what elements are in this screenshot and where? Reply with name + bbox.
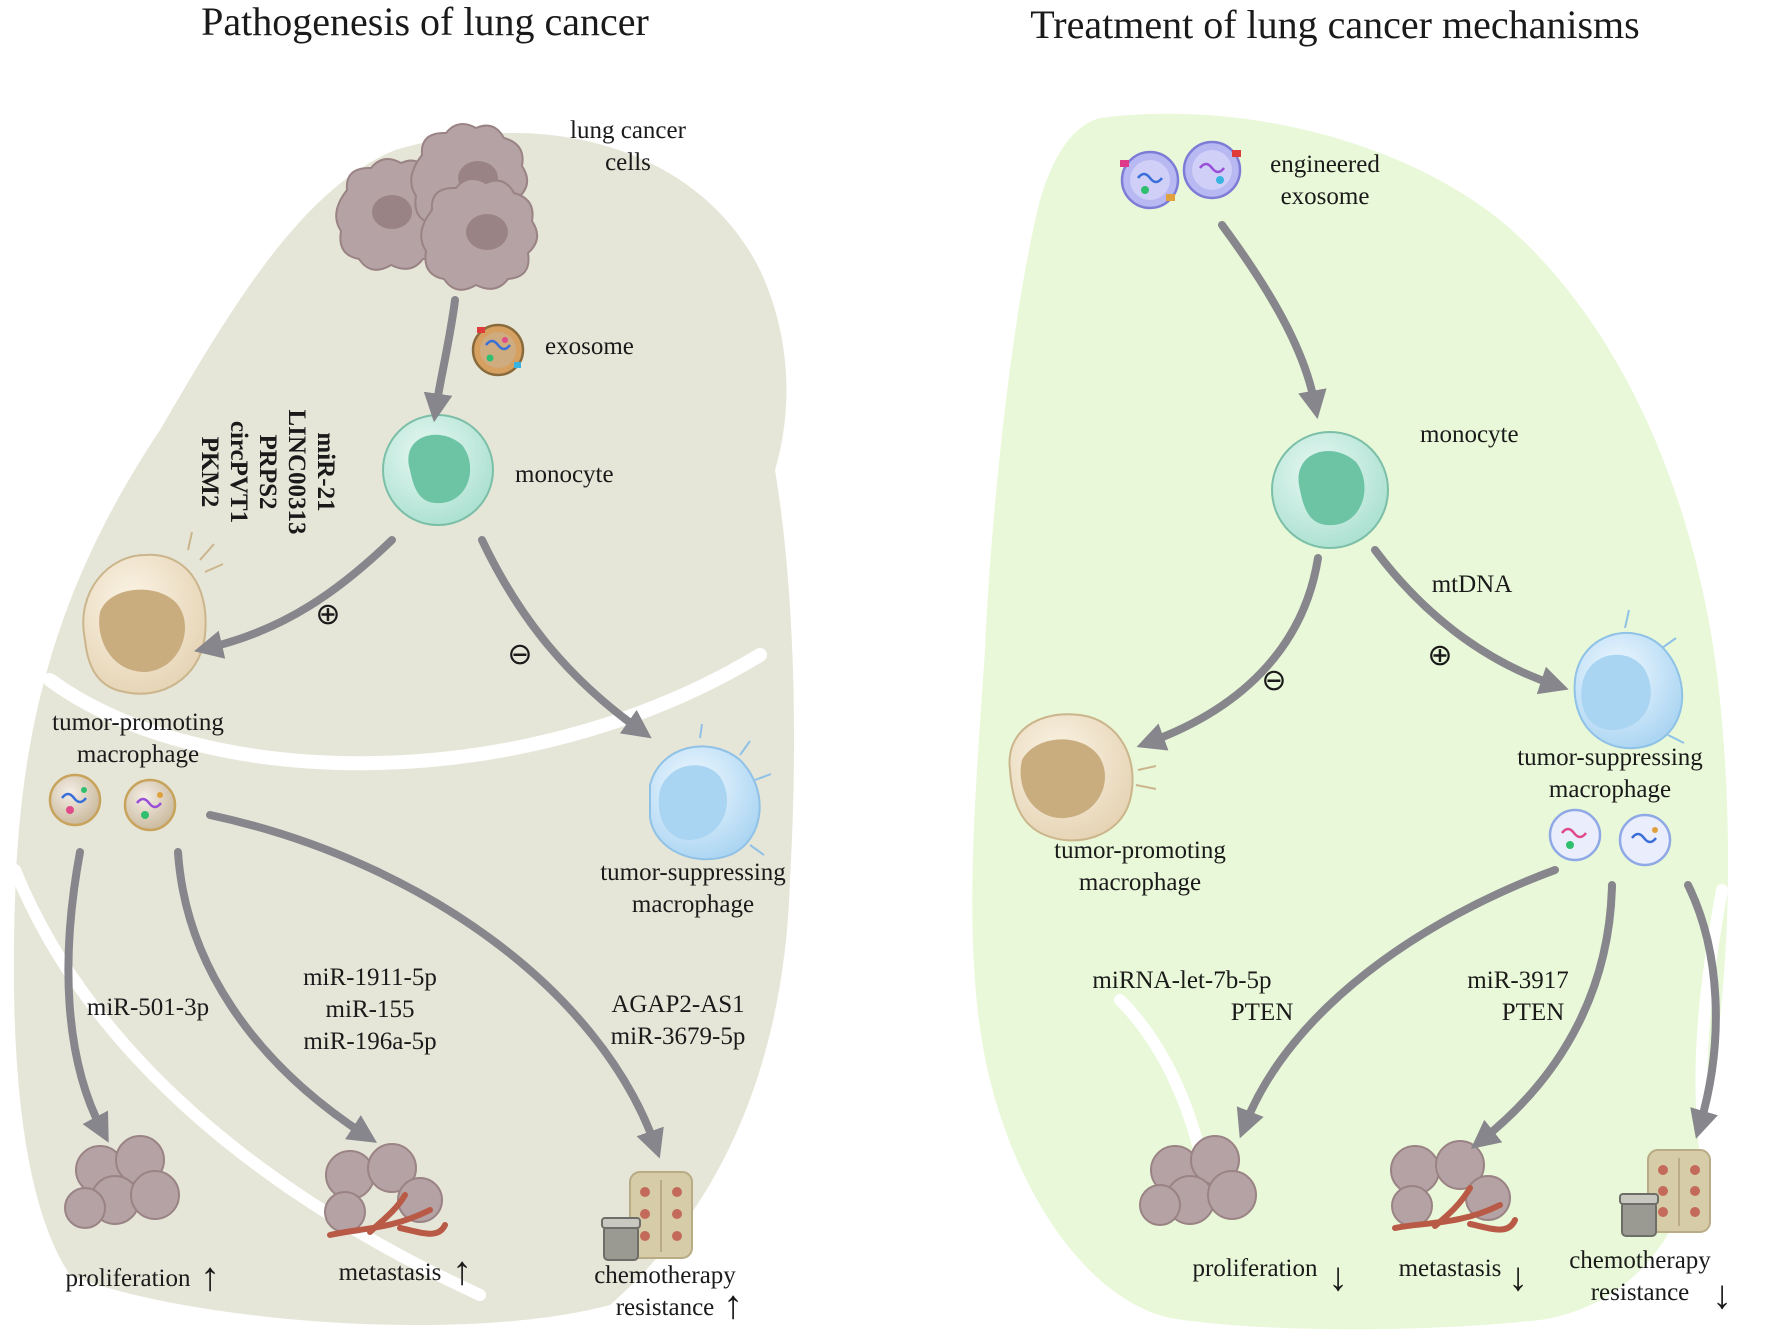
left-panel: Pathogenesis of lung cancer lung cancer … [9,0,795,1327]
pathway-label-mir-3917: miR-3917 [1467,967,1568,994]
promoting-factors: miR-21 LINC00313 PRPS2 circPVT1 PKM2 [196,409,339,534]
right-divider-right [1695,884,1728,1186]
pathway-label-mir-501-3p: miR-501-3p [87,994,209,1021]
pathway-label-agap2-as1: AGAP2-AS1 [611,991,744,1018]
right-tumor-suppressing-label-2: macrophage [1549,776,1671,803]
factor-circpvt1: circPVT1 [225,421,252,523]
factor-mir-21: miR-21 [312,432,339,511]
pathway-label-pten-2: PTEN [1502,999,1565,1026]
left-chemotherapy-icon [601,1171,693,1261]
arrow-monocyte-to-tumor-promoting [193,536,396,659]
right-title: Treatment of lung cancer mechanisms [1030,2,1639,47]
arrow-monocyte-to-right-tumor-suppressing [1371,546,1569,695]
arrow-to-proliferation [64,848,109,1143]
right-proliferation-label: proliferation [1193,1255,1318,1282]
left-title: Pathogenesis of lung cancer [201,0,649,44]
arrow-monocyte-to-tumor-suppressing [478,536,652,739]
pathway-label-mirna-let-7b-5p: miRNA-let-7b-5p [1092,967,1271,994]
tumor-suppressing-macrophage-icon [649,723,772,861]
arrow-to-right-metastasis [1470,881,1616,1149]
tumor-suppressing-label-2: macrophage [632,891,754,918]
right-chemotherapy-label-1: chemotherapy [1569,1247,1711,1274]
tumor-suppressing-label-1: tumor-suppressing [600,859,786,886]
exosome-label: exosome [545,333,634,360]
pathway-label-mir-155: miR-155 [326,996,415,1023]
right-metastasis-label: metastasis [1399,1255,1502,1282]
right-chemotherapy-label-2: resistance [1591,1279,1690,1306]
right-monocyte-label: monocyte [1420,421,1519,448]
left-proliferation-up-arrow: ↑ [200,1254,220,1299]
tumor-promoting-label-1: tumor-promoting [52,709,224,736]
left-chemotherapy-label-2: resistance [616,1294,715,1321]
monocyte-icon [382,414,494,526]
pathway-label-mir-1911-5p: miR-1911-5p [303,964,437,991]
lung-cancer-cells-label-2: cells [605,149,651,176]
tumor-promoting-label-2: macrophage [77,741,199,768]
right-panel: Treatment of lung cancer mechanisms engi… [972,2,1732,1330]
right-chemotherapy-icon [1619,1149,1711,1237]
right-tumor-promoting-label-1: tumor-promoting [1054,837,1226,864]
left-metastasis-up-arrow: ↑ [452,1248,472,1293]
arrow-to-metastasis [174,848,378,1143]
right-chemotherapy-down-arrow: ↓ [1712,1272,1732,1317]
left-chemotherapy-label-1: chemotherapy [594,1262,736,1289]
left-divider-lower [9,864,486,1301]
exosome-icon [471,323,525,377]
right-proliferation-down-arrow: ↓ [1328,1254,1348,1299]
arrow-monocyte-to-right-tumor-promoting [1136,554,1322,751]
left-divider-upper [43,648,767,771]
left-minus-symbol: ⊖ [507,637,532,672]
arrow-exosome-to-monocyte [1218,221,1327,420]
arrow-to-chemotherapy [206,811,664,1159]
left-metastasis-icon [324,1143,448,1238]
right-metastasis-icon [1390,1140,1518,1233]
engineered-exosome-icon [1120,140,1242,210]
tumor-promoting-macrophage-icon [82,531,224,695]
pathway-label-mir-3679-5p: miR-3679-5p [611,1023,746,1050]
right-secreted-exosomes-icon [1548,808,1672,867]
monocyte-label: monocyte [515,461,614,488]
secreted-exosomes-icon [48,773,177,832]
mtdna-label: mtDNA [1432,571,1513,598]
left-lung-shape [13,132,795,1326]
factor-prps2: PRPS2 [254,435,281,510]
right-proliferation-icon [1139,1135,1257,1226]
right-tumor-suppressing-macrophage-icon [1573,609,1685,750]
engineered-exosome-label-2: exosome [1281,183,1370,210]
right-lung-shape [972,113,1729,1330]
right-metastasis-down-arrow: ↓ [1508,1254,1528,1299]
factor-pkm2: PKM2 [196,437,223,508]
left-chemotherapy-up-arrow: ↑ [723,1282,743,1327]
right-plus-symbol: ⊕ [1427,638,1452,673]
pathway-label-pten-1: PTEN [1231,999,1294,1026]
right-monocyte-icon [1271,431,1389,549]
arrow-cells-to-monocyte [423,296,459,423]
engineered-exosome-label-1: engineered [1270,151,1380,178]
lung-cancer-cells-label-1: lung cancer [570,117,687,144]
left-metastasis-label: metastasis [339,1259,442,1286]
pathway-label-mir-196a-5p: miR-196a-5p [303,1028,436,1055]
left-proliferation-icon [64,1135,180,1229]
factor-linc00313: LINC00313 [283,409,310,534]
arrow-to-right-proliferation [1236,866,1559,1139]
arrow-to-right-chemotherapy [1684,881,1720,1139]
right-tumor-suppressing-label-1: tumor-suppressing [1517,744,1703,771]
left-proliferation-label: proliferation [66,1265,191,1292]
right-tumor-promoting-macrophage-icon [1008,713,1157,842]
right-tumor-promoting-label-2: macrophage [1079,869,1201,896]
lung-cancer-cells-icon [335,123,539,291]
